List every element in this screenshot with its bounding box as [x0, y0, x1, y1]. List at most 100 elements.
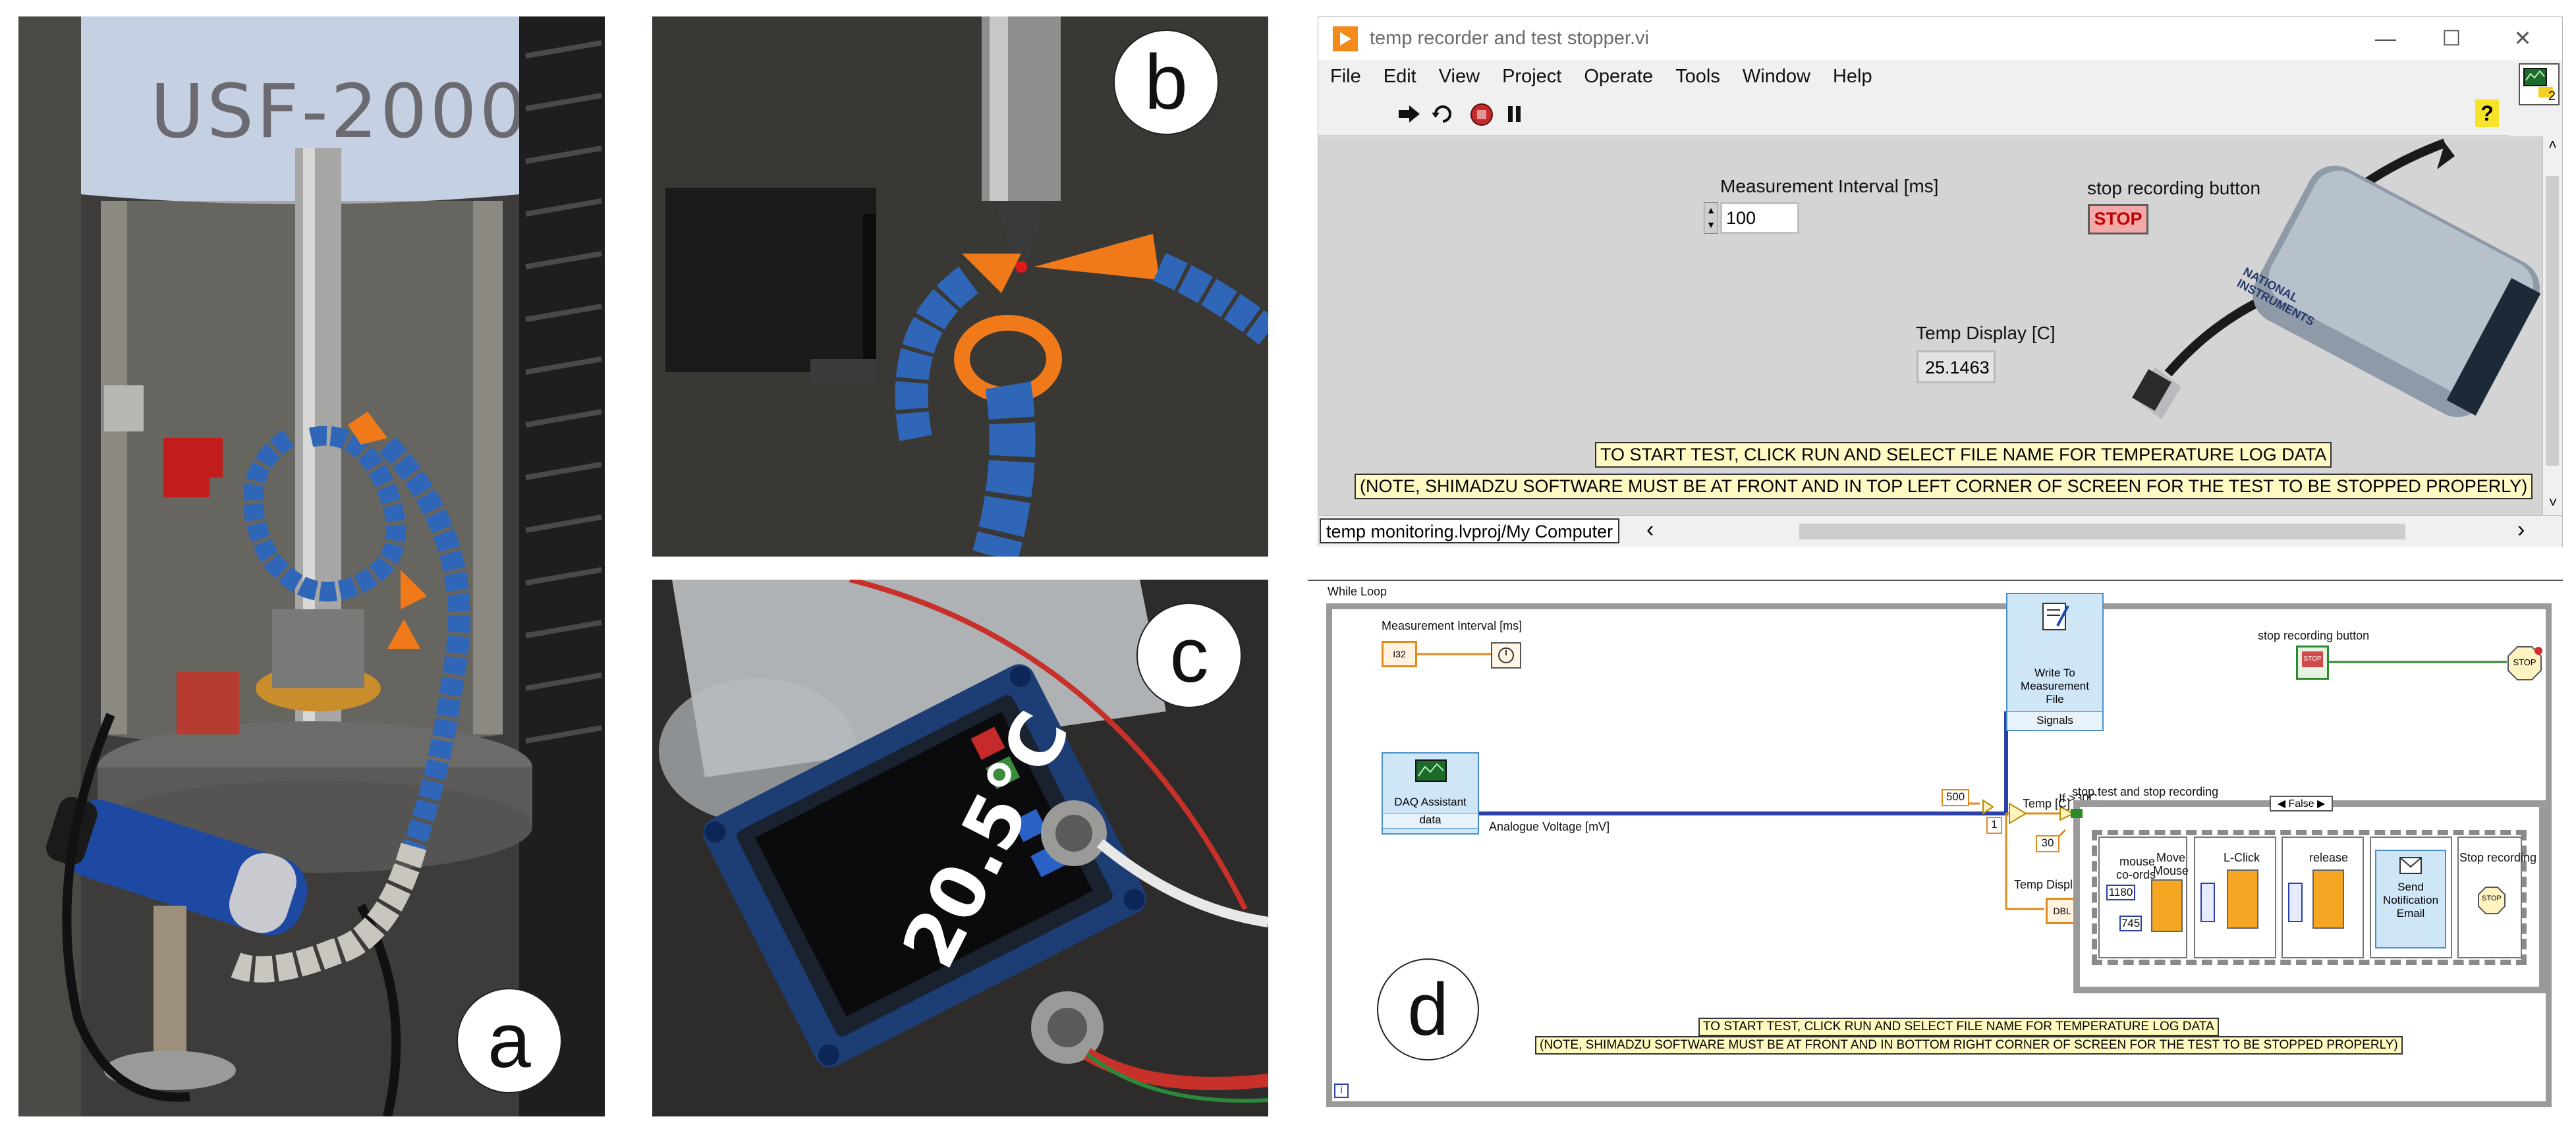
left-click-label: L-Click: [2224, 851, 2260, 864]
sequence-frame-stop-recording: [2457, 837, 2522, 958]
photo-panel-c: 20.5°C c: [652, 580, 1268, 1116]
measurement-interval-label: Measurement Interval [ms]: [1720, 176, 1939, 196]
release-input-terminals: [2288, 883, 2303, 922]
temp-c-wire-label: Temp [C]: [2023, 797, 2071, 810]
panel-label-c: c: [1136, 603, 1242, 708]
send-notification-label-1: Send: [2397, 881, 2424, 893]
write-file-label-3: File: [2046, 693, 2064, 705]
mouse-coords-label-1: mouse: [2119, 855, 2156, 868]
case-selector-value: False: [2288, 798, 2314, 810]
mouse-x-const[interactable]: 1180: [2106, 885, 2135, 900]
send-notification-label-2: Notification: [2382, 894, 2439, 906]
mouse-coords-label-2: co-ords: [2116, 868, 2156, 881]
scroll-down-icon[interactable]: ˅: [2548, 494, 2558, 510]
menu-view[interactable]: View: [1438, 65, 1480, 87]
write-to-file-express-vi[interactable]: Write To Measurement File Signals: [2006, 593, 2104, 731]
bd-start-instruction-note: TO START TEST, CLICK RUN AND SELECT FILE…: [1698, 1018, 2219, 1036]
sequence-frame-release: [2282, 837, 2364, 958]
write-file-icon: [2042, 603, 2069, 630]
daq-assistant-icon: [1415, 759, 1447, 782]
run-arrow-icon[interactable]: [1397, 103, 1421, 124]
stop-recording-frame-label: Stop recording: [2459, 851, 2537, 864]
scroll-up-icon[interactable]: ˄: [2548, 136, 2557, 153]
send-notification-label-3: Email: [2396, 907, 2425, 920]
vertical-scroll-thumb[interactable]: [2546, 176, 2559, 466]
loop-stop-condition-icon[interactable]: [2507, 646, 2542, 681]
photo-panel-b: b: [652, 16, 1268, 557]
labview-app-icon: [1333, 26, 1358, 51]
temp-display-label: Temp Display [C]: [1916, 323, 2056, 343]
toolbar: ?: [1318, 93, 2509, 136]
release-label: release: [2309, 851, 2349, 864]
menu-operate[interactable]: Operate: [1584, 65, 1654, 87]
case-selector[interactable]: ◀ False ▶: [2270, 796, 2333, 811]
sequence-frame-mouse-move: [2098, 837, 2187, 958]
labview-block-diagram: While Loop Measurement Interval [ms] I32: [1308, 580, 2563, 1116]
mouse-y-const[interactable]: 745: [2119, 916, 2142, 931]
front-panel-canvas: Measurement Interval [ms] ▲▼ 100 stop re…: [1318, 136, 2542, 515]
const-30[interactable]: 30: [2036, 835, 2059, 852]
email-notification-icon: [2399, 857, 2422, 874]
window-title: temp recorder and test stopper.vi: [1370, 28, 1649, 49]
daq-assistant-label: DAQ Assistant: [1394, 796, 1467, 808]
sequence-frame-notify: [2370, 837, 2452, 958]
send-notification-email-vi[interactable]: Send Notification Email: [2375, 850, 2446, 948]
write-file-signals-terminal[interactable]: Signals: [2007, 711, 2102, 730]
horizontal-scroll-thumb[interactable]: [1799, 524, 2405, 539]
bd-stop-button-terminal[interactable]: STOP: [2296, 646, 2329, 680]
menu-window[interactable]: Window: [1742, 65, 1810, 87]
const-1[interactable]: 1: [1986, 817, 2002, 834]
testing-machine-photo: [18, 16, 605, 1116]
temp-display-value: 25.1463: [1917, 350, 1996, 383]
move-mouse-label-2: Mouse: [2153, 864, 2189, 877]
menu-bar: File Edit View Project Operate Tools Win…: [1318, 60, 2562, 93]
bd-measurement-interval-terminal[interactable]: I32: [1382, 641, 1417, 667]
stop-recording-label: stop recording button: [2087, 178, 2261, 198]
daq-data-terminal[interactable]: data: [1383, 813, 1478, 829]
status-bar: temp monitoring.lvproj/My Computer ‹ ›: [1318, 515, 2562, 547]
close-icon[interactable]: ✕: [2513, 26, 2532, 50]
pause-icon[interactable]: [1505, 104, 1524, 124]
left-click-input-terminals: [2200, 883, 2215, 922]
while-loop-label: While Loop: [1328, 585, 1387, 598]
measurement-interval-input[interactable]: 100: [1720, 202, 1799, 234]
bd-stop-mini-icon: STOP: [2302, 651, 2323, 667]
minimize-icon[interactable]: —: [2375, 26, 2396, 50]
title-bar: temp recorder and test stopper.vi: [1318, 17, 2562, 60]
analogue-voltage-label: Analogue Voltage [mV]: [1489, 820, 1610, 833]
left-click-subvi-icon[interactable]: [2227, 869, 2258, 929]
release-subvi-icon[interactable]: [2312, 869, 2344, 929]
vi-icon: 2: [2519, 63, 2560, 105]
sequence-frame-left-click: [2194, 837, 2276, 958]
menu-project[interactable]: Project: [1502, 65, 1562, 87]
loop-stop-glyph: STOP: [2513, 657, 2536, 667]
project-path[interactable]: temp monitoring.lvproj/My Computer: [1320, 518, 1620, 543]
daq-assistant-express-vi[interactable]: DAQ Assistant data: [1382, 752, 1479, 835]
menu-tools[interactable]: Tools: [1675, 65, 1720, 87]
abort-execution-icon[interactable]: [1470, 103, 1494, 126]
run-continuously-icon[interactable]: [1430, 102, 1455, 126]
case-structure-label: stop test and stop recording: [2072, 785, 2219, 798]
stop-recording-button[interactable]: STOP: [2088, 204, 2148, 234]
loop-iteration-terminal: i: [1334, 1084, 1349, 1098]
shimadzu-note: (NOTE, SHIMADZU SOFTWARE MUST BE AT FRON…: [1355, 474, 2533, 499]
menu-help[interactable]: Help: [1832, 65, 1872, 87]
block-diagram-top-border: [1308, 580, 2563, 581]
measurement-interval-increment-icon[interactable]: ▲▼: [1704, 202, 1718, 234]
scroll-left-icon[interactable]: ‹: [1646, 517, 1654, 542]
vertical-scrollbar[interactable]: ˄ ˅: [2542, 136, 2562, 515]
maximize-icon[interactable]: ☐: [2442, 26, 2461, 50]
menu-file[interactable]: File: [1330, 65, 1361, 87]
stop-recording-stop-icon: [2478, 887, 2506, 914]
start-instruction-note: TO START TEST, CLICK RUN AND SELECT FILE…: [1595, 442, 2332, 468]
scroll-right-icon[interactable]: ›: [2517, 517, 2525, 542]
panel-label-b: b: [1113, 30, 1219, 135]
bd-stop-recording-label: stop recording button: [2258, 629, 2370, 642]
move-mouse-subvi-icon[interactable]: [2151, 879, 2183, 932]
labview-front-panel-window: temp recorder and test stopper.vi — ☐ ✕ …: [1318, 16, 2563, 547]
case-selector-terminal[interactable]: [2071, 809, 2083, 818]
stop-recording-stop-glyph: STOP: [2482, 894, 2502, 902]
const-500[interactable]: 500: [1942, 789, 1969, 806]
menu-edit[interactable]: Edit: [1383, 65, 1416, 87]
help-icon[interactable]: ?: [2475, 99, 2499, 127]
